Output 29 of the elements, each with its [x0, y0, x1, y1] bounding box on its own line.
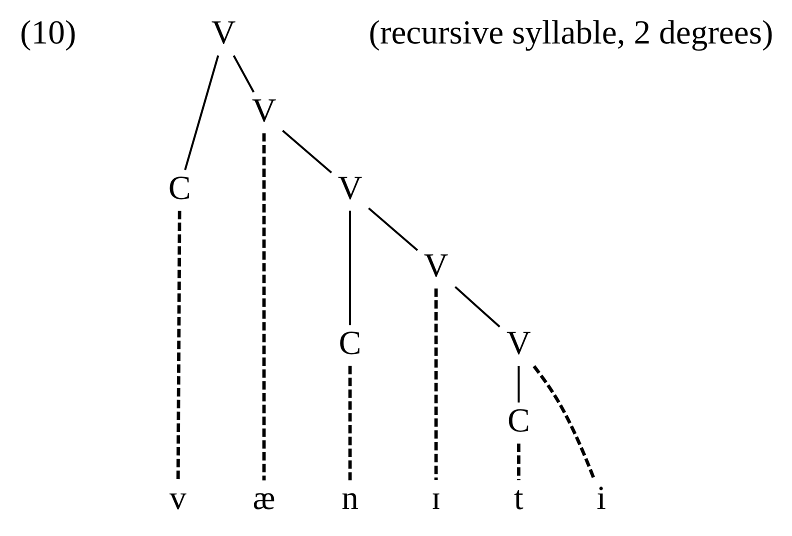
node-text: V — [252, 92, 276, 130]
connector — [262, 133, 266, 480]
connector — [184, 55, 220, 170]
node-text: V — [338, 170, 362, 207]
node-text: V — [211, 14, 236, 52]
label: (recursive syllable, 2 degrees) — [368, 14, 774, 52]
connector — [349, 210, 352, 326]
connector — [517, 444, 520, 480]
node-text: V — [506, 325, 531, 362]
connector — [176, 210, 182, 480]
node-text: ɪ — [431, 480, 441, 518]
node-text: t — [514, 480, 524, 518]
connector — [518, 366, 520, 403]
label: (10) — [20, 14, 76, 52]
node-text: i — [596, 480, 606, 518]
connector — [434, 288, 438, 480]
connector — [368, 207, 418, 251]
node-text: V — [424, 247, 448, 284]
node-text: æ — [252, 480, 276, 518]
node-text: v — [170, 480, 186, 518]
node-text: C — [168, 170, 191, 207]
connector — [348, 366, 352, 480]
connector — [532, 365, 596, 481]
node-text: n — [342, 480, 358, 518]
connector — [454, 286, 500, 328]
connector — [282, 130, 332, 174]
node-text: C — [507, 402, 530, 440]
connector — [232, 55, 255, 93]
node-text: C — [338, 325, 362, 362]
